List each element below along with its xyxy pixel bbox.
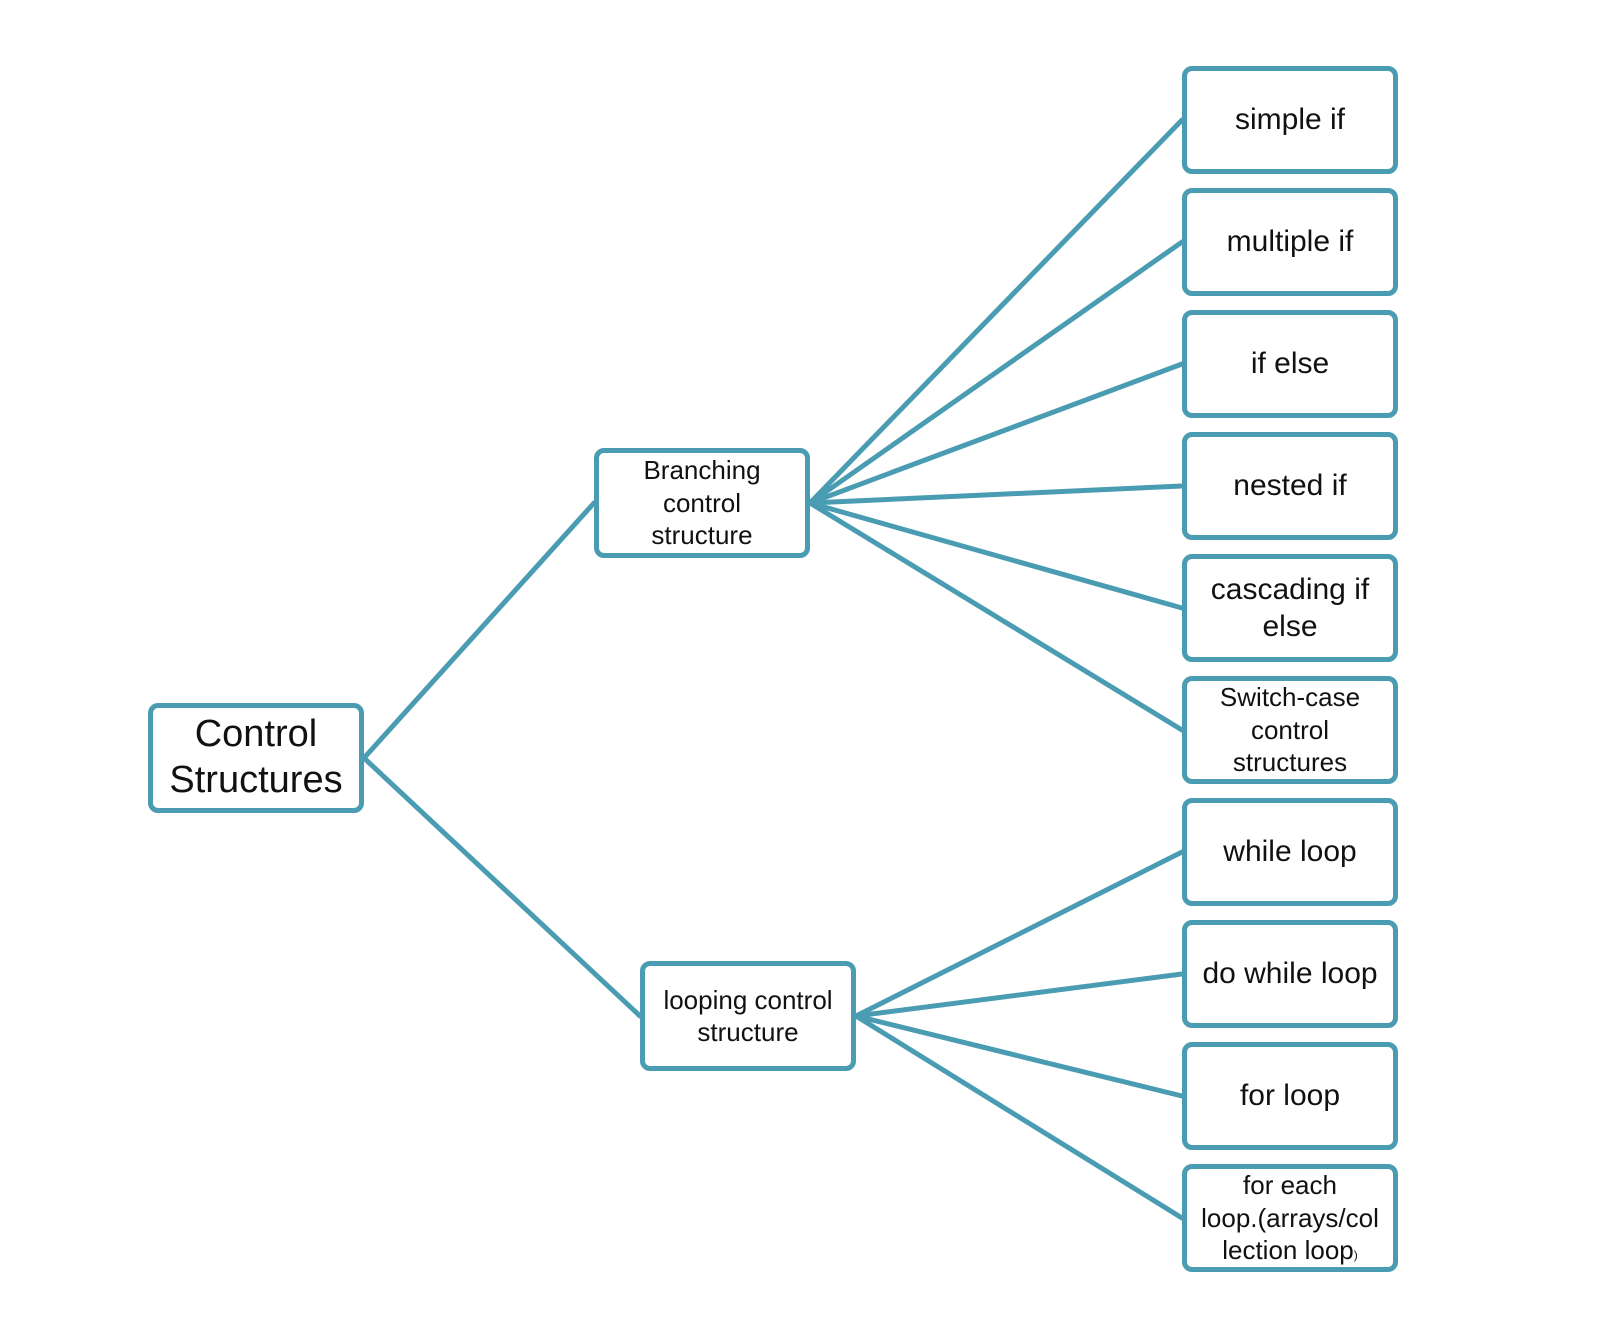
- leaf-label: do while loop: [1202, 957, 1378, 991]
- connector-branching-to-leaf: [807, 239, 1185, 506]
- branching-label-line-3: structure: [651, 520, 753, 551]
- connector-looping-to-leaf: [853, 849, 1185, 1019]
- connector-branching-to-leaf: [807, 117, 1185, 506]
- leaf-while-loop: while loop: [1182, 798, 1398, 906]
- looping-control-structure-node: looping control structure: [640, 961, 856, 1071]
- leaf-label: multiple if: [1226, 225, 1354, 259]
- branching-label-line-2: control: [662, 487, 742, 518]
- leaf-label: while loop: [1223, 835, 1357, 869]
- leaf-label-line-1: cascading if: [1210, 572, 1370, 606]
- connector-branching-to-leaf: [807, 361, 1185, 506]
- root-node-control-structures: Control Structures: [148, 703, 364, 813]
- leaf-multiple-if: multiple if: [1182, 188, 1398, 296]
- connector-root-to-looping: [361, 755, 643, 1019]
- branching-label-line-1: Branching: [643, 455, 761, 486]
- branching-control-structure-node: Branching control structure: [594, 448, 810, 558]
- leaf-simple-if: simple if: [1182, 66, 1398, 174]
- leaf-label-line-3-trail: ): [1353, 1248, 1358, 1263]
- leaf-label: for loop: [1239, 1079, 1341, 1113]
- leaf-label: if else: [1250, 347, 1330, 381]
- looping-label-line-2: structure: [697, 1017, 799, 1047]
- root-label-line-1: Control: [194, 713, 318, 756]
- leaf-nested-if: nested if: [1182, 432, 1398, 540]
- leaf-for-each-loop: for each loop.(arrays/col lection loop): [1182, 1164, 1398, 1272]
- connector-root-to-branching: [361, 500, 597, 761]
- leaf-label-line-1: Switch-case: [1219, 682, 1361, 713]
- leaf-label-line-2: control: [1250, 714, 1330, 745]
- leaf-label-line-1: for each: [1243, 1170, 1337, 1201]
- leaf-label-line-3: lection loop): [1201, 1234, 1379, 1267]
- leaf-cascading-if-else: cascading if else: [1182, 554, 1398, 662]
- connector-looping-to-leaf: [853, 971, 1185, 1019]
- leaf-label: simple if: [1234, 103, 1346, 137]
- leaf-label-line-3-text: lection loop: [1222, 1235, 1354, 1266]
- leaf-if-else: if else: [1182, 310, 1398, 418]
- connector-looping-to-leaf: [853, 1013, 1185, 1099]
- leaf-label-line-3: structures: [1232, 747, 1348, 778]
- connector-branching-to-leaf: [807, 500, 1185, 733]
- connector-looping-to-leaf: [853, 1013, 1185, 1221]
- connector-branching-to-leaf: [807, 483, 1185, 506]
- looping-label-line-1: looping control: [663, 984, 833, 1015]
- leaf-label: nested if: [1233, 469, 1347, 503]
- leaf-do-while-loop: do while loop: [1182, 920, 1398, 1028]
- leaf-label-line-2: loop.(arrays/col: [1201, 1202, 1379, 1233]
- leaf-switch-case: Switch-case control structures: [1182, 676, 1398, 784]
- connector-branching-to-leaf: [807, 500, 1185, 611]
- root-label-line-2: Structures: [169, 759, 343, 801]
- leaf-for-loop: for loop: [1182, 1042, 1398, 1150]
- leaf-label-line-2: else: [1262, 610, 1318, 643]
